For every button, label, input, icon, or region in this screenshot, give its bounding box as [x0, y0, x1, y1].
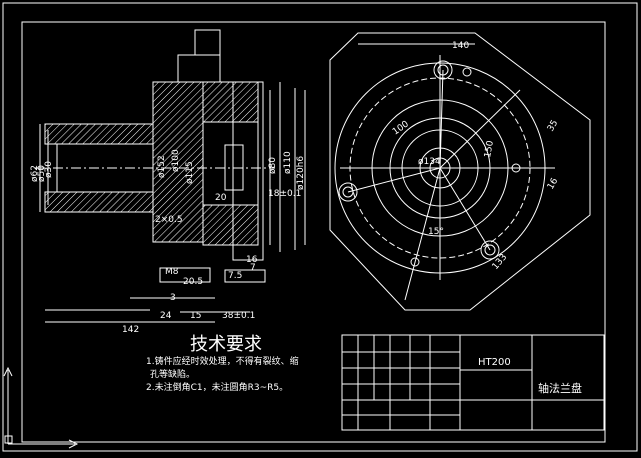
dim-20-5: 20.5 [183, 277, 203, 287]
tech-requirement-line-1: 1.铸件应经时效处理，不得有裂纹、缩 [146, 357, 299, 367]
tech-requirement-line-2: 孔等缺陷。 [150, 370, 196, 380]
dim-2x0-5: 2×0.5 [155, 215, 183, 225]
dim-38: 38±0.1 [222, 311, 255, 321]
section-view [35, 29, 306, 323]
dim-35: 35 [546, 119, 560, 134]
dim-18: 18±0.1 [268, 189, 301, 199]
dim-100: 100 [391, 119, 411, 137]
dim-150: 150 [483, 140, 496, 159]
material-label: HT200 [478, 357, 511, 368]
dim-7-5: 7.5 [228, 271, 242, 281]
dim-20: 20 [215, 193, 227, 203]
dim-d80: ø80 [268, 157, 278, 174]
dim-15deg: 15° [428, 227, 444, 237]
dim-d30: ø30 [44, 161, 54, 178]
dim-d152: ø152 [157, 155, 167, 178]
part-name-label: 轴法兰盘 [538, 382, 582, 395]
dim-m8: M8 [165, 267, 179, 277]
top-view [329, 32, 591, 311]
dim-d110: ø110 [283, 151, 293, 174]
dim-d115: ø115 [185, 161, 195, 184]
dim-d50: ø50 [37, 165, 47, 182]
tech-requirement-line-3: 2.未注倒角C1，未注圆角R3~R5。 [146, 383, 289, 393]
dim-134: ø134 [418, 157, 441, 167]
inner-border [21, 21, 606, 443]
ucs-icon [3, 366, 79, 449]
dim-15: 15 [190, 311, 201, 321]
outer-border [2, 2, 638, 452]
dim-133: 133 [491, 252, 510, 272]
dim-16: 16 [546, 176, 561, 191]
dim-142: 142 [122, 325, 139, 335]
dim-d120h6: ø120h6 [296, 156, 306, 190]
dim-3: 3 [170, 293, 176, 303]
dim-d100: ø100 [171, 149, 181, 172]
dim-7: 7 [250, 263, 256, 273]
dim-d62: ø62 [30, 165, 40, 182]
tech-requirements-title: 技术要求 [190, 334, 262, 355]
title-block [341, 334, 605, 431]
section-dims: 142 24 15 3 38±0.1 20 18±0.1 16 7 7.5 20… [30, 149, 306, 335]
dim-24: 24 [160, 311, 172, 321]
dim-140: 140 [452, 41, 469, 51]
dim-16: 16 [246, 255, 258, 265]
